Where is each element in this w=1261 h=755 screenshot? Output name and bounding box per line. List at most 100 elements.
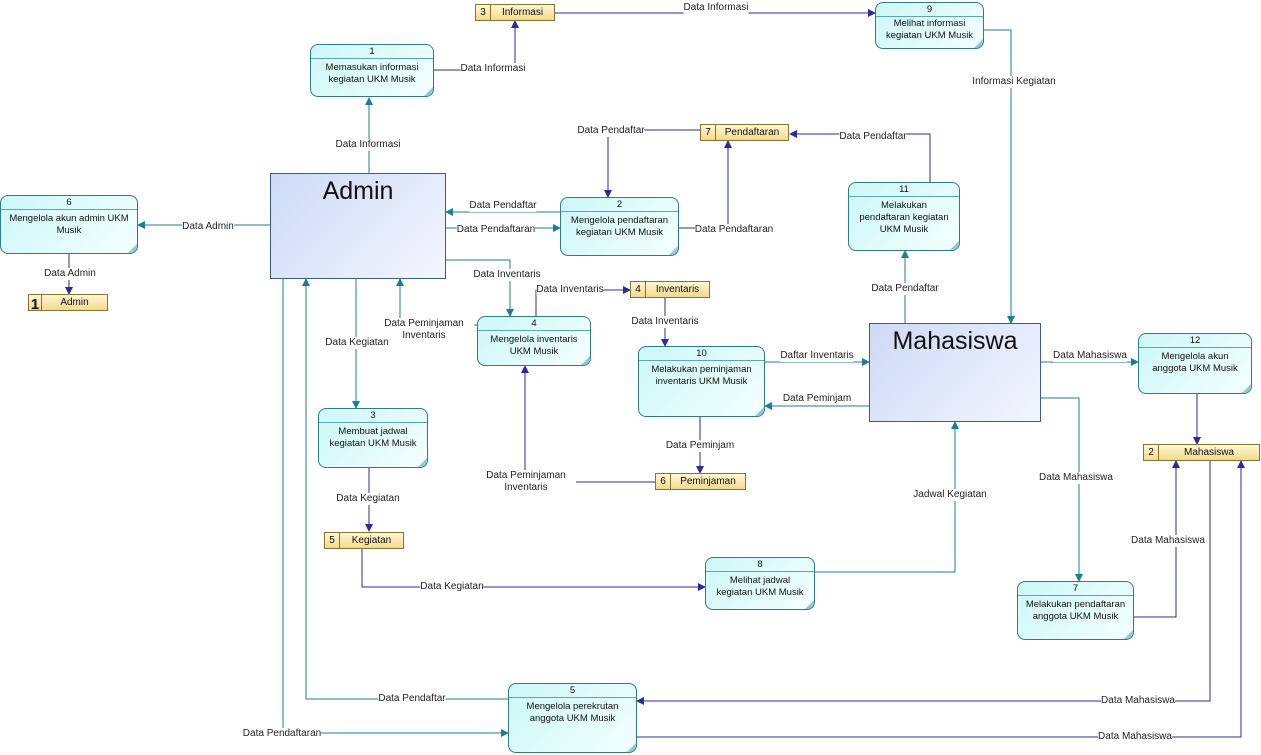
store-pendaftaran-name: Pendaftaran — [724, 127, 780, 138]
process-10: 10 Melakukan peminjaman inventaris UKM M… — [638, 346, 765, 417]
flow-p9-to-mahasiswa — [984, 29, 1015, 324]
process-10-number: 10 — [639, 347, 764, 361]
process-2: 2 Mengelola pendaftaran kegiatan UKM Mus… — [560, 197, 679, 256]
flow-admin-to-p5 — [282, 279, 509, 737]
process-6: 6 Mengelola akun admin UKM Musik — [0, 195, 138, 254]
flow-label: Data Pendaftar — [577, 125, 645, 137]
store-mahasiswa: 2 Mahasiswa — [1143, 444, 1260, 461]
flow-label: Data Pendaftar — [871, 283, 939, 295]
flow-store-mahasiswa-to-p5 — [636, 461, 1211, 705]
entity-admin: Admin — [270, 173, 446, 279]
flow-label: Informasi Kegiatan — [972, 76, 1056, 88]
store-admin-id: 1 — [29, 295, 42, 313]
process-8: 8 Melihat jadwal kegiatan UKM Musik — [705, 557, 815, 610]
store-peminjaman-name: Peminjaman — [680, 476, 736, 487]
flow-label: Data Pendaftar — [378, 693, 446, 705]
process-5-number: 5 — [509, 684, 636, 698]
store-informasi-name: Informasi — [501, 7, 544, 18]
flow-label: Daftar Inventaris — [780, 350, 854, 362]
flow-label: Data Pendaftar — [839, 131, 907, 143]
process-fold-corner — [1124, 630, 1133, 639]
process-8-number: 8 — [706, 558, 814, 572]
process-7: 7 Melakukan pendaftaran anggota UKM Musi… — [1017, 581, 1134, 640]
flow-peminjaman-to-p4 — [521, 365, 655, 483]
store-inventaris-id: 4 — [631, 282, 646, 297]
store-pendaftaran: 7 Pendaftaran — [700, 124, 789, 141]
entity-admin-label: Admin — [322, 177, 394, 205]
flow-p11-to-pendaftaran — [789, 130, 931, 182]
store-inventaris-name: Inventaris — [655, 284, 700, 295]
flow-p8-to-mahasiswa — [815, 421, 959, 573]
flow-admin-to-p4 — [446, 259, 514, 317]
process-fold-corner — [755, 407, 764, 416]
process-1: 1 Memasukan informasi kegiatan UKM Musik — [310, 44, 434, 97]
flow-label: Data Informasi — [460, 63, 526, 75]
flow-label: Data Peminjam — [665, 440, 735, 452]
store-admin-name: Admin — [60, 297, 89, 308]
flow-label: Data Pendaftaran — [242, 728, 322, 740]
process-3: 3 Membuat jadwal kegiatan UKM Musik — [318, 408, 428, 468]
flow-p2-to-pendaftaran — [679, 140, 732, 229]
process-6-name: Mengelola akun admin UKM Musik — [9, 213, 129, 236]
process-fold-corner — [128, 244, 137, 253]
process-2-name: Mengelola pendaftaran kegiatan UKM Musik — [570, 215, 669, 238]
store-mahasiswa-id: 2 — [1144, 445, 1159, 460]
store-inventaris: 4 Inventaris — [630, 281, 710, 298]
flow-label: Data Mahasiswa — [1101, 695, 1175, 707]
process-7-number: 7 — [1018, 582, 1133, 596]
store-peminjaman: 6 Peminjaman — [655, 473, 746, 490]
flow-label: Data Pendaftaran — [456, 224, 536, 236]
process-9-number: 9 — [876, 3, 983, 17]
process-7-name: Melakukan pendaftaran anggota UKM Musik — [1025, 599, 1126, 622]
store-informasi: 3 Informasi — [475, 4, 555, 21]
process-4: 4 Mengelola inventaris UKM Musik — [477, 316, 591, 366]
process-fold-corner — [581, 356, 590, 365]
flow-label: Data Admin — [44, 268, 96, 280]
flow-label: Data Kegiatan — [325, 337, 389, 349]
flow-label: Data Mahasiswa — [1039, 472, 1113, 484]
process-11: 11 Melakukan pendaftaran kegiatan UKM Mu… — [848, 182, 960, 251]
process-9: 9 Melihat informasi kegiatan UKM Musik — [875, 2, 984, 49]
flow-label: Data Informasi — [683, 2, 749, 14]
flow-pendaftaran-to-p2 — [604, 129, 700, 198]
process-10-name: Melakukan peminjaman inventaris UKM Musi… — [651, 364, 752, 387]
process-1-number: 1 — [311, 45, 433, 59]
flow-label: Data Mahasiswa — [1053, 350, 1127, 362]
process-fold-corner — [627, 743, 636, 752]
process-3-name: Membuat jadwal kegiatan UKM Musik — [329, 426, 417, 449]
process-12: 12 Mengelola akun anggota UKM Musik — [1138, 333, 1252, 394]
entity-mahasiswa-label: Mahasiswa — [892, 327, 1018, 355]
process-8-name: Melihat jadwal kegiatan UKM Musik — [716, 575, 804, 598]
flow-kegiatan-to-p8 — [361, 549, 706, 591]
process-fold-corner — [805, 600, 814, 609]
flow-label: Data Kegiatan — [420, 581, 484, 593]
flow-label: Data Pendaftaran — [694, 224, 774, 236]
entity-mahasiswa: Mahasiswa — [869, 323, 1041, 422]
process-12-number: 12 — [1139, 334, 1251, 348]
flow-label: Data Kegiatan — [336, 493, 400, 505]
process-9-name: Melihat informasi kegiatan UKM Musik — [885, 18, 974, 41]
flow-label: Data Inventaris — [631, 316, 699, 328]
process-5-name: Mengelola perekrutan anggota UKM Musik — [526, 701, 619, 724]
flow-label: Data Peminjaman Inventaris — [476, 470, 576, 494]
process-fold-corner — [669, 246, 678, 255]
process-11-number: 11 — [849, 183, 959, 197]
store-admin: 1 Admin — [28, 294, 108, 313]
flow-label: Data Inventaris — [473, 269, 541, 281]
process-11-name: Melakukan pendaftaran kegiatan UKM Musik — [859, 200, 949, 235]
store-kegiatan-id: 5 — [325, 533, 340, 548]
process-12-name: Mengelola akun anggota UKM Musik — [1152, 351, 1238, 374]
flow-label: Data Pendaftar — [469, 200, 537, 212]
process-fold-corner — [418, 458, 427, 467]
store-pendaftaran-id: 7 — [701, 125, 716, 140]
flow-label: Jadwal Kegiatan — [913, 489, 987, 501]
process-fold-corner — [974, 39, 983, 48]
flow-label: Data Informasi — [335, 139, 401, 151]
process-fold-corner — [950, 241, 959, 250]
flow-label: Data Peminjaman Inventaris — [374, 318, 474, 342]
process-5: 5 Mengelola perekrutan anggota UKM Musik — [508, 683, 637, 753]
store-peminjaman-id: 6 — [656, 474, 671, 489]
store-mahasiswa-name: Mahasiswa — [1183, 447, 1235, 458]
process-4-number: 4 — [478, 317, 590, 331]
